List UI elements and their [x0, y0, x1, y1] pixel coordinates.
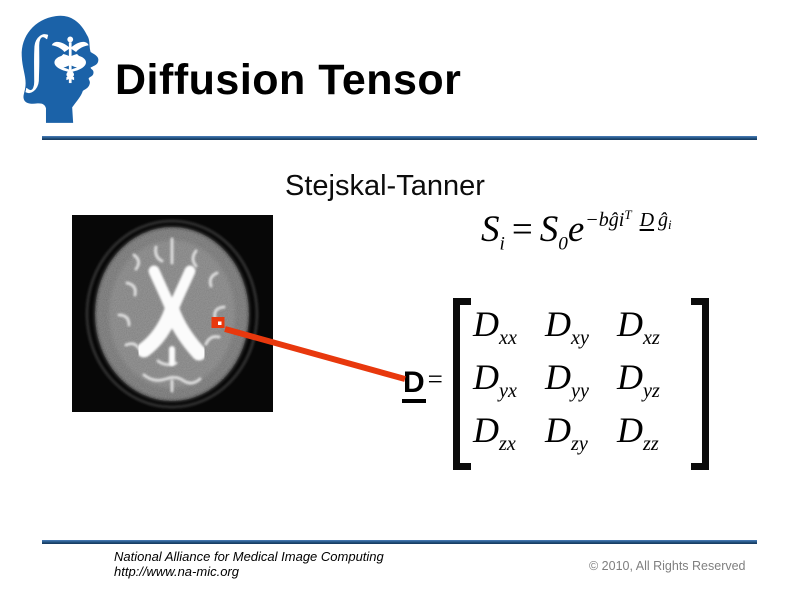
- annotation-arrow: [211, 317, 406, 382]
- brain-mri-image: [72, 215, 273, 412]
- subtitle: Stejskal-Tanner: [285, 170, 485, 202]
- integral-icon: ∫: [26, 24, 49, 94]
- eq-lhs: S: [481, 209, 500, 250]
- header-divider-line: [42, 136, 757, 140]
- namic-logo-icon: ∫: [21, 15, 99, 123]
- tensor-symbol: D: [402, 368, 426, 403]
- matrix-cell: Dxz: [617, 303, 660, 349]
- caduceus-icon: [51, 36, 89, 84]
- footer-url: http://www.na-mic.org: [114, 564, 239, 579]
- footer-attribution: National Alliance for Medical Image Comp…: [114, 549, 384, 579]
- matrix-right-bracket: [691, 298, 709, 470]
- eq-rhs: S: [539, 209, 559, 250]
- matrix-left-bracket: [453, 298, 471, 470]
- matrix-label: D=: [402, 364, 443, 403]
- footer-divider-line: [42, 540, 757, 544]
- copyright-notice: © 2010, All Rights Reserved: [589, 559, 746, 573]
- slide-title: Diffusion Tensor: [115, 56, 462, 104]
- footer-org: National Alliance for Medical Image Comp…: [114, 549, 384, 564]
- diffusion-tensor-matrix: Dxx Dxy Dxz Dyx Dyy Dyz Dzx Dzy Dzz: [453, 298, 709, 470]
- matrix-cell: Dzx: [473, 410, 516, 456]
- matrix-cell: Dyz: [617, 356, 660, 403]
- matrix-cell: Dzy: [545, 410, 588, 456]
- matrix-cell: Dxx: [473, 303, 517, 349]
- matrix-cell: Dyx: [473, 356, 517, 403]
- matrix-cell: Dzz: [617, 410, 659, 456]
- matrix-cell: Dyy: [545, 356, 589, 403]
- matrix-cell: Dxy: [545, 303, 589, 349]
